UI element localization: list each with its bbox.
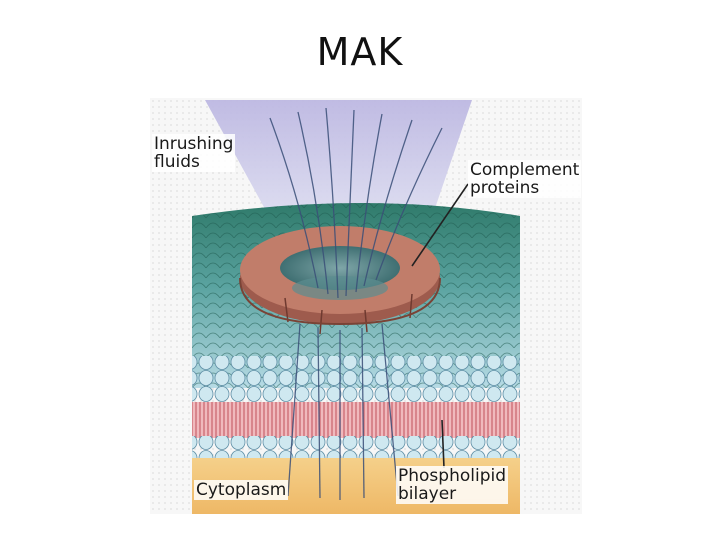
lipid-heads-outer xyxy=(192,356,520,404)
label-inrushing-fluids: Inrushing fluids xyxy=(152,134,235,172)
label-complement-proteins: Complement proteins xyxy=(468,160,581,198)
membrane-attack-complex-diagram: Inrushing fluids Complement proteins Cyt… xyxy=(150,98,582,514)
lipid-heads-inner xyxy=(192,436,520,460)
label-phospholipid-bilayer: Phospholipid bilayer xyxy=(396,466,508,504)
lipid-tails xyxy=(192,402,520,438)
slide-title: MAK xyxy=(0,30,720,74)
label-cytoplasm: Cytoplasm xyxy=(194,480,288,500)
